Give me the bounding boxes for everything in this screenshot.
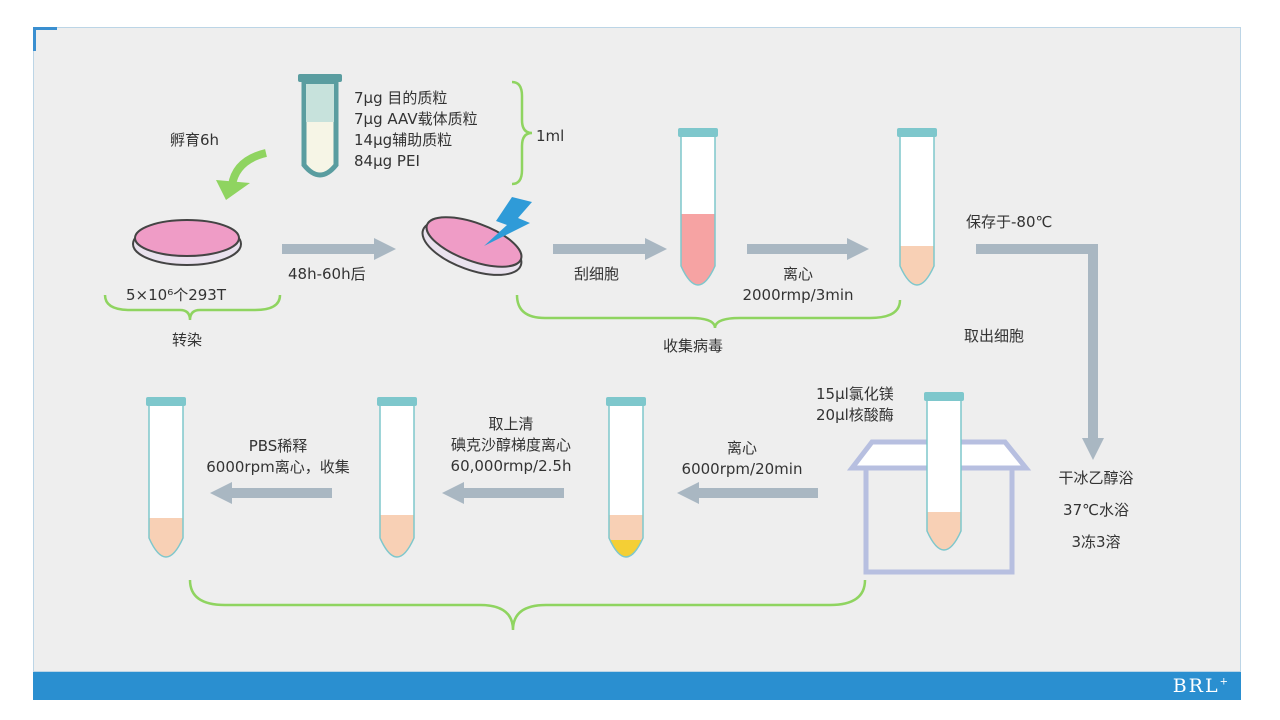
cells-label: 5×10⁶个293T (126, 286, 227, 304)
brl-logo: BRL+ (1172, 675, 1230, 697)
reagent-tube (298, 74, 342, 178)
reagent-2: 7μg AAV载体质粒 (354, 110, 478, 128)
supernatant-2: 碘克沙醇梯度离心 (450, 436, 571, 454)
enzyme-1: 15μl氯化镁 (816, 385, 894, 403)
freeze-thaw-1: 干冰乙醇浴 (1058, 469, 1134, 487)
footer-bar (33, 672, 1241, 700)
pbs-label: PBS稀释 6000rpm离心，收集 (190, 436, 366, 478)
transfect-label: 转染 (172, 331, 203, 349)
peach-tube-2 (377, 397, 417, 558)
green-braces (103, 80, 902, 631)
lightning-icon (484, 197, 532, 246)
centrifuge2-speed: 6000rpm/20min (681, 460, 803, 478)
culture-dish (132, 219, 242, 266)
take-cells-label: 取出细胞 (964, 327, 1025, 345)
diagram-panel (33, 27, 1241, 672)
freeze-thaw-label: 干冰乙醇浴 37℃水浴 3冻3溶 (1034, 462, 1158, 558)
reagent-3: 14μg辅助质粒 (354, 131, 453, 149)
transfected-dish (421, 216, 523, 276)
freeze-thaw-3: 3冻3溶 (1071, 533, 1121, 551)
volume-label: 1ml (536, 127, 565, 145)
reagent-1: 7μg 目的质粒 (354, 89, 448, 107)
store-label: 保存于-80℃ (966, 213, 1053, 231)
pbs-2: 6000rpm离心，收集 (206, 458, 350, 476)
pbs-1: PBS稀释 (248, 437, 308, 455)
centrifuge1-label: 离心 2000rmp/3min (728, 264, 868, 306)
supernatant-1: 取上清 (488, 415, 534, 433)
time-label: 48h-60h后 (288, 265, 366, 283)
enzymes-label: 15μl氯化镁 20μl核酸酶 (816, 384, 894, 426)
freeze-thaw-2: 37℃水浴 (1063, 501, 1129, 519)
centrifuge1-speed: 2000rmp/3min (742, 286, 854, 304)
process-arrows (210, 238, 1104, 504)
red-tube (678, 128, 718, 286)
peach-tube-3 (146, 397, 186, 558)
corner-accent (33, 27, 57, 51)
collect-virus-label: 收集病毒 (663, 337, 724, 355)
peach-tube-1 (897, 128, 937, 286)
centrifuge2-label: 离心 6000rpm/20min (664, 438, 820, 480)
reagent-list: 7μg 目的质粒 7μg AAV载体质粒 14μg辅助质粒 84μg PEI (354, 88, 478, 172)
logo-text: BRL (1172, 675, 1220, 697)
incubate-label: 孵育6h (170, 131, 220, 149)
centrifuge1-title: 离心 (782, 265, 813, 283)
centrifuge2-title: 离心 (726, 439, 757, 457)
box-tube (924, 392, 964, 551)
supernatant-3: 60,000rmp/2.5h (450, 457, 572, 475)
incubate-arrow (216, 149, 268, 200)
supernatant-label: 取上清 碘克沙醇梯度离心 60,000rmp/2.5h (430, 414, 592, 477)
scrape-label: 刮细胞 (574, 265, 620, 283)
yellow-tube (606, 397, 646, 558)
enzyme-2: 20μl核酸酶 (816, 406, 894, 424)
reagent-4: 84μg PEI (354, 152, 420, 170)
